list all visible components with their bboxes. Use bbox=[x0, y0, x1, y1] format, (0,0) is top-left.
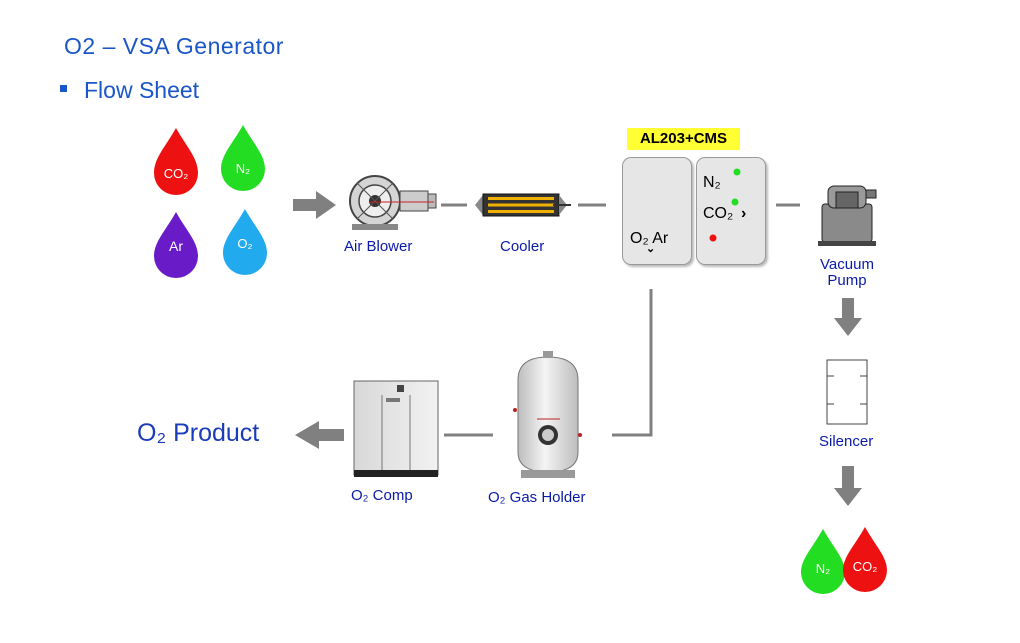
product-arrow bbox=[295, 421, 344, 449]
down-arrow-1 bbox=[834, 298, 862, 336]
co2-output-drop-icon: CO₂ bbox=[843, 527, 887, 592]
adsorber-tank-left bbox=[622, 157, 692, 265]
adsorber-left-text: O₂ Ar bbox=[630, 230, 669, 247]
cooler-label: Cooler bbox=[500, 238, 545, 255]
svg-text:Ar: Ar bbox=[169, 238, 183, 254]
svg-text:CO₂: CO₂ bbox=[853, 559, 878, 574]
bullet-icon bbox=[60, 85, 67, 93]
vacuum-pump-label: Vacuum Pump bbox=[820, 256, 874, 289]
compressor-label: O₂ Comp bbox=[351, 487, 413, 504]
adsorbent-label: AL203+CMS bbox=[627, 128, 740, 150]
o2-drop-icon: O₂ bbox=[223, 209, 267, 275]
air-blower-icon bbox=[349, 175, 437, 230]
o2-compressor-icon bbox=[353, 380, 439, 477]
gas-holder-label: O₂ Gas Holder bbox=[488, 489, 586, 506]
co2-drop-icon: CO₂ bbox=[154, 128, 198, 195]
svg-text:CO₂: CO₂ bbox=[164, 166, 189, 181]
cooler-icon bbox=[475, 193, 571, 217]
svg-text:O₂: O₂ bbox=[237, 236, 252, 251]
svg-text:N₂: N₂ bbox=[236, 161, 250, 176]
chevron-down-icon: ⌄ bbox=[646, 243, 656, 255]
pipe-adsorber-holder bbox=[612, 289, 653, 437]
down-arrow-2 bbox=[834, 466, 862, 506]
chevron-right-icon: › bbox=[741, 205, 747, 222]
adsorber-co2-text: CO₂ bbox=[703, 205, 734, 222]
n2-output-drop-icon: N₂ bbox=[801, 529, 845, 594]
svg-text:N₂: N₂ bbox=[816, 561, 830, 576]
page-title: O2 – VSA Generator bbox=[64, 33, 284, 59]
silencer-icon bbox=[826, 359, 868, 425]
silencer-label: Silencer bbox=[819, 433, 874, 450]
o2-product-label: O₂ Product bbox=[137, 419, 260, 447]
n2-drop-icon: N₂ bbox=[221, 125, 265, 191]
input-arrow bbox=[293, 191, 336, 219]
adsorber-n2-text: N₂ bbox=[703, 174, 721, 191]
gas-holder-icon bbox=[513, 351, 582, 478]
subtitle: Flow Sheet bbox=[60, 77, 199, 104]
ar-drop-icon: Ar bbox=[154, 212, 198, 278]
adsorber-tank-right bbox=[696, 157, 766, 265]
air-blower-label: Air Blower bbox=[344, 238, 413, 255]
vacuum-pump-icon bbox=[818, 185, 877, 246]
